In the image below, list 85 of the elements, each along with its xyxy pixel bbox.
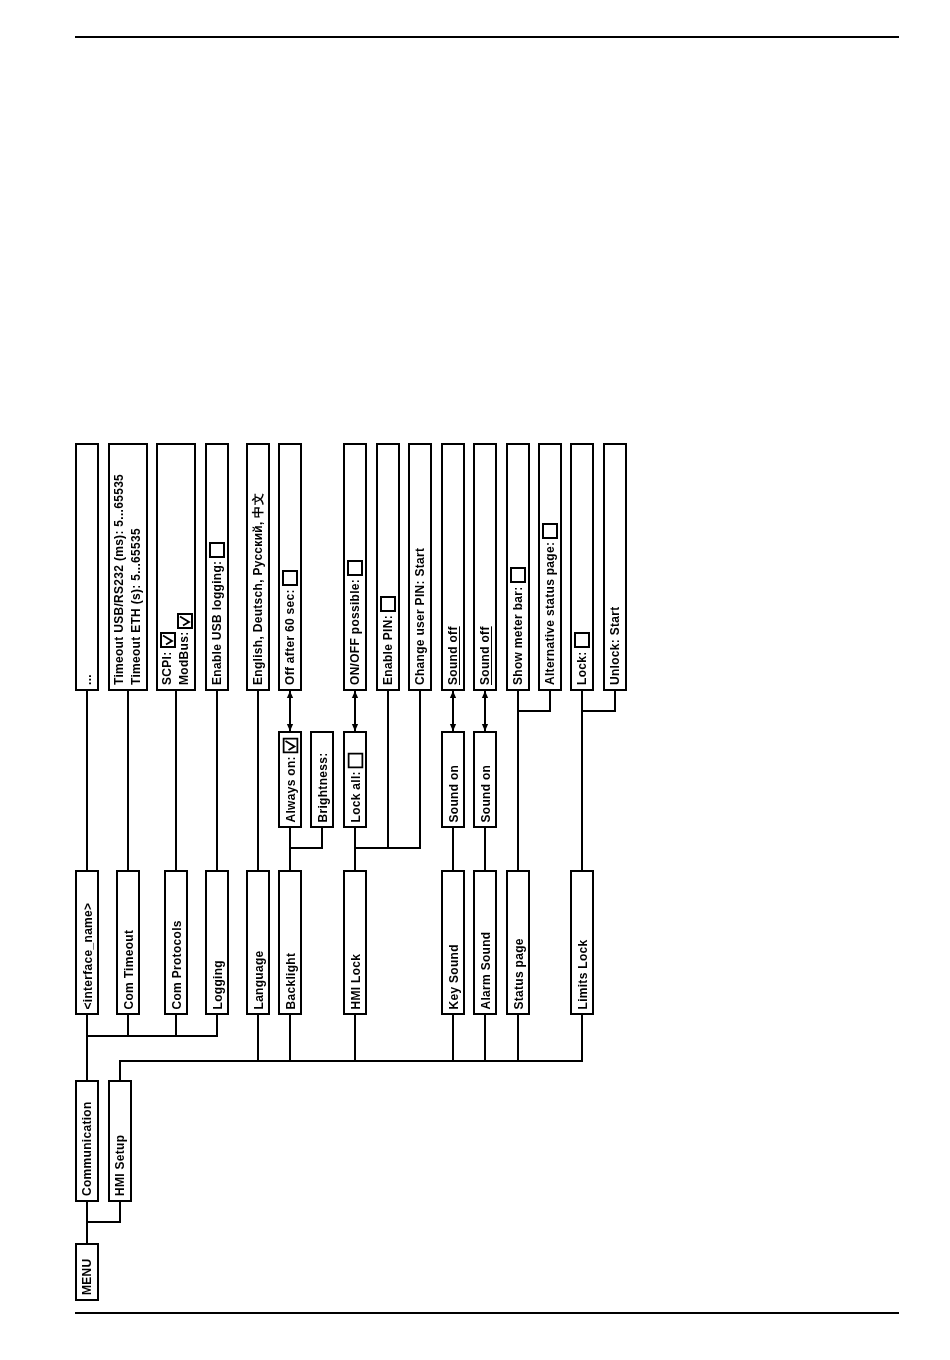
setting-label: Show meter bar: (509, 586, 526, 685)
menu-label: Language (249, 949, 266, 1009)
setting-box (506, 443, 530, 691)
menu-box (75, 1080, 99, 1202)
connector-line (354, 690, 421, 871)
setting-box (310, 731, 334, 828)
connector-line (175, 690, 177, 871)
setting-label: Off after 60 sec: (281, 589, 298, 685)
setting-box (473, 731, 497, 828)
setting-label: Unlock: Start (606, 606, 623, 685)
setting-label: ... (78, 674, 95, 685)
double-arrow (481, 690, 489, 732)
setting-box (108, 443, 148, 691)
menu-box (570, 870, 594, 1015)
connector-line (517, 690, 551, 871)
setting-label: Sound off (444, 626, 461, 685)
setting-label: Enable PIN: (379, 615, 396, 685)
connector-line (581, 690, 616, 871)
connector-line (452, 827, 454, 871)
menu-label: MENU (78, 1258, 95, 1295)
setting-label: Brightness: (313, 752, 330, 822)
setting-box (473, 443, 497, 691)
setting-label: SCPI: (159, 651, 175, 685)
menu-label: Status page (509, 937, 526, 1009)
setting-box (156, 443, 196, 691)
menu-box (343, 870, 367, 1015)
setting-box (246, 443, 270, 691)
menu-label: Alarm Sound (476, 931, 493, 1009)
setting-box (205, 443, 229, 691)
menu-label: Key Sound (444, 943, 461, 1009)
double-arrow (351, 690, 359, 732)
setting-label: Lock: (573, 651, 590, 685)
menu-box (246, 870, 270, 1015)
menu-box (506, 870, 530, 1015)
setting-label: Lock all: (346, 770, 363, 822)
connector-line (127, 690, 129, 871)
setting-box (538, 443, 562, 691)
setting-box (343, 731, 367, 828)
setting-label: Timeout USB/RS232 (ms): 5...65535 (111, 473, 127, 685)
setting-label: ON/OFF possible: (346, 578, 363, 685)
menu-label: Com Protocols (167, 919, 184, 1009)
setting-label: Timeout ETH (s): 5...65535 (128, 528, 144, 685)
setting-box (278, 443, 302, 691)
menu-box (205, 870, 229, 1015)
menu-label: Com Timeout (119, 929, 136, 1009)
setting-label: Change user PIN: Start (411, 547, 428, 685)
menu-label: Backlight (281, 952, 298, 1009)
setting-box (278, 731, 302, 828)
menu-box (278, 870, 302, 1015)
menu-box (473, 870, 497, 1015)
setting-label: Always on: (281, 755, 298, 822)
setting-label: Enable USB logging: (208, 560, 225, 685)
setting-box (343, 443, 367, 691)
setting-label: ModBus: (176, 631, 192, 685)
connector-line (216, 690, 218, 871)
setting-box (570, 443, 594, 691)
setting-box (441, 443, 465, 691)
setting-box (603, 443, 627, 691)
menu-label: Communication (78, 1101, 95, 1196)
setting-label: Sound off (476, 626, 493, 685)
menu-label: HMI Setup (111, 1134, 128, 1196)
setting-box (75, 443, 99, 691)
setting-box (376, 443, 400, 691)
setting-box (408, 443, 432, 691)
menu-box (116, 870, 140, 1015)
connector-line (86, 1014, 218, 1081)
double-arrow (449, 690, 457, 732)
menu-box (108, 1080, 132, 1202)
setting-label: English, Deutsch, Русский, 中文 (249, 493, 266, 685)
setting-label: Sound on (476, 764, 493, 822)
menu-box (441, 870, 465, 1015)
connector-line (289, 827, 323, 871)
setting-box (441, 731, 465, 828)
connector-line (484, 827, 486, 871)
connector-line (257, 690, 259, 871)
menu-box (164, 870, 188, 1015)
setting-label: Alternative status page: (541, 541, 558, 685)
menu-label: Limits Lock (573, 939, 590, 1009)
menu-label: HMI Lock (346, 953, 363, 1009)
menu-box (75, 1243, 99, 1301)
connector-line (86, 1201, 121, 1244)
connector-line (86, 690, 88, 871)
menu-label: Logging (208, 959, 225, 1009)
setting-label: Sound on (444, 764, 461, 822)
double-arrow (286, 690, 294, 732)
